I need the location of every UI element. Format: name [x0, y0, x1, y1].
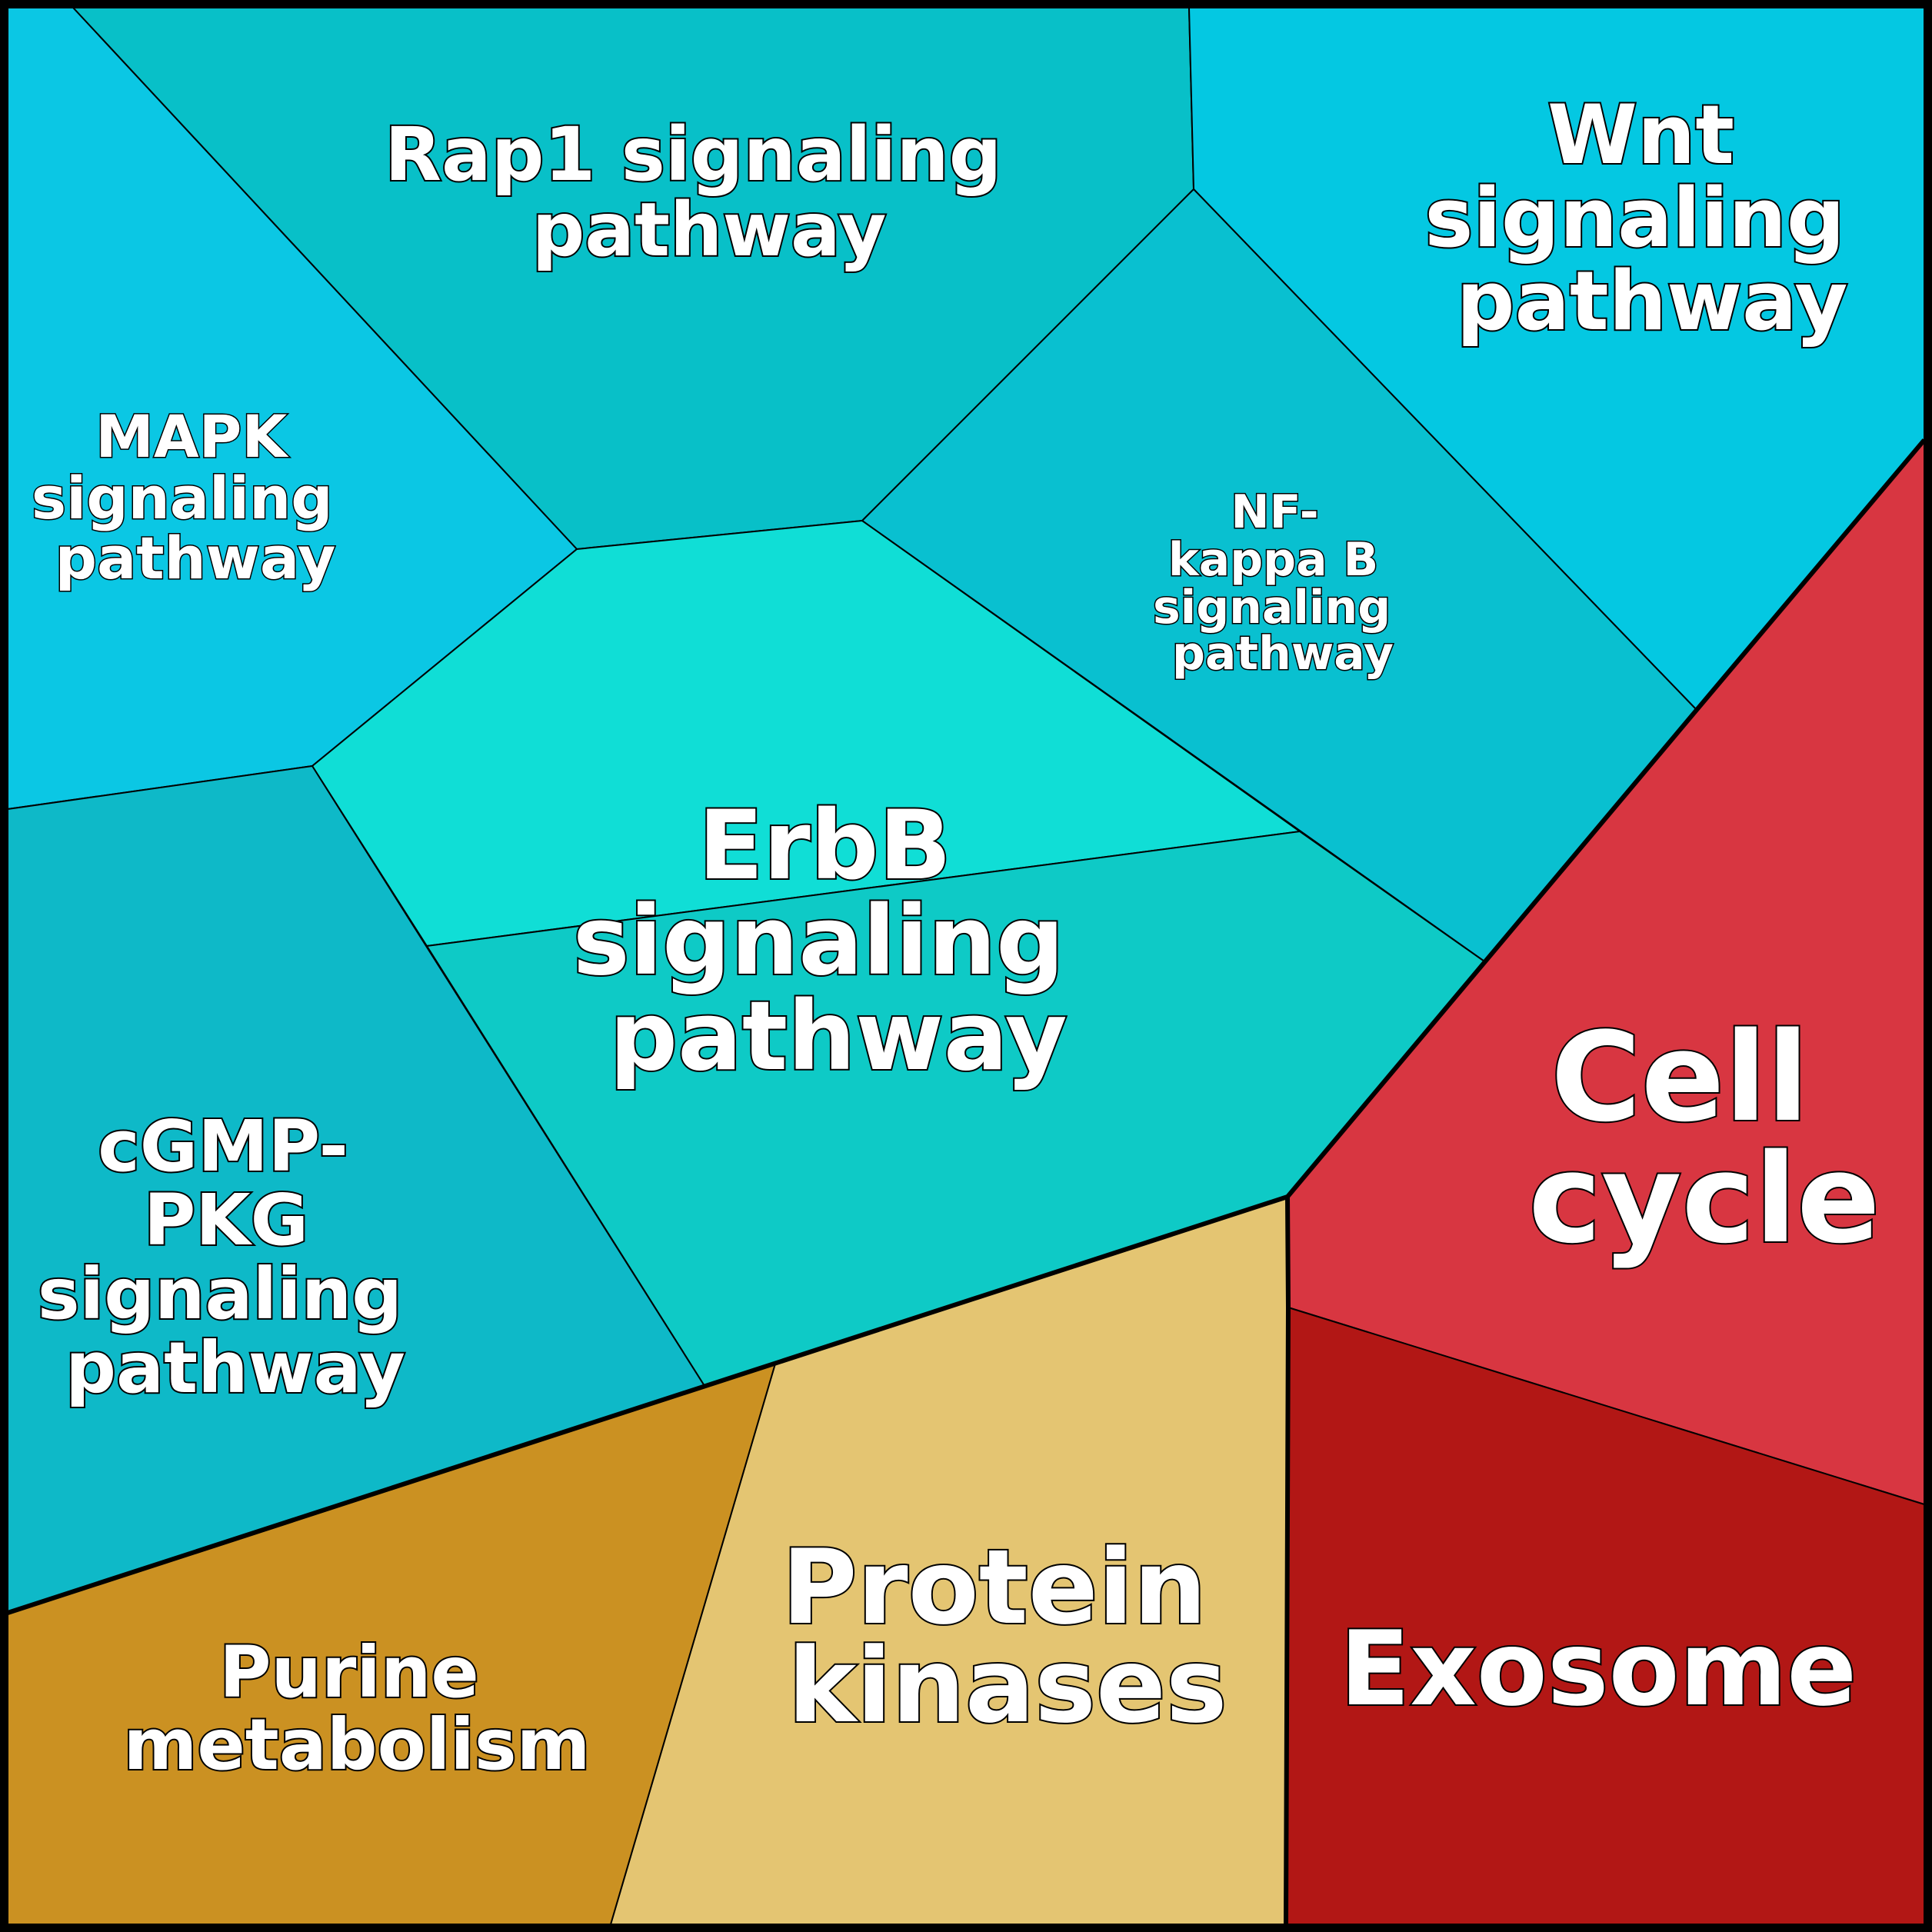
label-cgmp: cGMP- PKG signaling pathway — [38, 1105, 427, 1409]
label-exosome: Exosome — [1340, 1609, 1857, 1729]
label-protein-kinases: Protein kinases — [781, 1527, 1242, 1746]
label-cell-cycle: Cell cycle — [1528, 1005, 1880, 1271]
label-purine: Purine metabolism — [123, 1631, 590, 1786]
label-erbb: ErbB signaling pathway — [573, 791, 1098, 1092]
label-nfkb: NF- kappa B signaling pathway — [1153, 485, 1407, 681]
label-mapk: MAPK signaling pathway — [32, 402, 353, 592]
label-wnt: Wnt signaling pathway — [1424, 88, 1873, 348]
label-rap1: Rap1 signaling pathway — [385, 112, 1028, 273]
group-boundaries — [7, 438, 1927, 1925]
